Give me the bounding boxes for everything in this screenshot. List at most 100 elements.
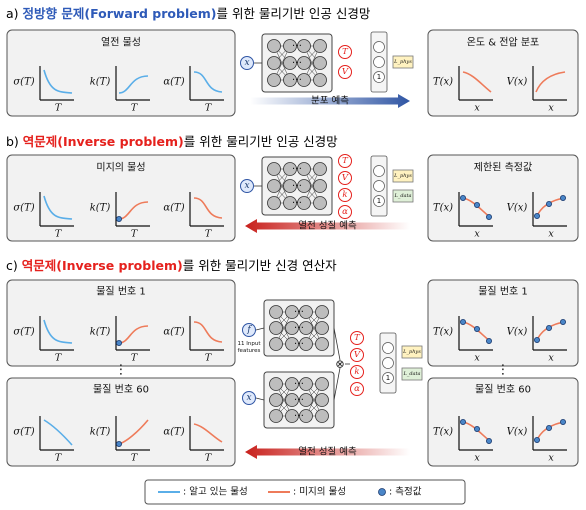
section-prefix: c)	[6, 258, 22, 273]
operator-column-b: 1	[370, 155, 388, 217]
operator-one: 1	[377, 197, 381, 205]
plot-y-label: σ(T)	[13, 77, 34, 88]
neuron	[313, 73, 327, 87]
plot-x-label: T	[205, 229, 212, 240]
measured-point	[534, 436, 541, 443]
plot-curve	[43, 69, 73, 94]
hidden-layers-ellipsis: ⋯	[294, 395, 304, 406]
section-highlight: 역문제(Inverse problem)	[23, 134, 184, 149]
panel-a-left	[6, 29, 236, 117]
neuron	[267, 196, 281, 210]
operator-column-c: 1	[379, 332, 397, 394]
plot-y-label: σ(T)	[13, 327, 34, 338]
plot-y-label: k(T)	[90, 203, 111, 214]
neuron	[313, 162, 327, 176]
measured-point	[473, 425, 480, 432]
arrow-c	[245, 445, 410, 459]
plot-y-label: k(T)	[90, 327, 111, 338]
neuron	[297, 179, 311, 193]
plot-x-label: x	[548, 453, 554, 464]
hidden-layers-ellipsis: ⋯	[294, 379, 304, 390]
hidden-layers-ellipsis: ⋯	[294, 339, 304, 350]
measured-point	[546, 324, 553, 331]
plot-a-sigma: σ(T)T	[13, 66, 74, 114]
plot-y-label: k(T)	[90, 77, 111, 88]
output-V-a-label: V	[342, 67, 349, 77]
measured-point	[534, 336, 541, 343]
plot-curve	[43, 419, 73, 446]
output-T-c	[350, 331, 364, 345]
input-node-b	[240, 179, 254, 193]
network-b: ⋯⋯⋯	[261, 156, 333, 216]
neuron	[315, 321, 329, 335]
plot-y-label: V(x)	[507, 77, 528, 88]
neuron	[267, 73, 281, 87]
measured-point	[485, 337, 492, 344]
plot-y-label: α(T)	[163, 327, 184, 338]
neuron	[297, 162, 311, 176]
hidden-layers-ellipsis: ⋯	[294, 323, 304, 334]
neuron	[285, 409, 299, 423]
plot-x-label: x	[548, 229, 554, 240]
plot-y-label: α(T)	[163, 427, 184, 438]
network-a: ⋯⋯⋯	[261, 33, 333, 93]
loss-phys-a	[392, 55, 414, 69]
neuron	[267, 179, 281, 193]
legend-measured-swatch	[378, 488, 386, 496]
operator-node	[373, 195, 385, 207]
measured-point	[534, 212, 541, 219]
plot-curve	[462, 71, 492, 93]
plot-c60-k: k(T)T	[90, 416, 150, 464]
neuron	[285, 337, 299, 351]
operator-node	[373, 41, 385, 53]
measured-point	[485, 213, 492, 220]
neuron	[267, 39, 281, 53]
output-T-c-label: T	[354, 333, 361, 343]
plot-curve	[193, 197, 223, 219]
input-node-c-label: x	[246, 393, 251, 403]
panel-c-right-bottom	[427, 377, 579, 467]
panel-c-left-top	[6, 279, 236, 367]
section-suffix: 를 위한 물리기반 인공 신경망	[216, 6, 370, 21]
plot-x-label: T	[205, 103, 212, 114]
plot-b-sigma: σ(T)T	[13, 192, 74, 240]
plot-c1-sigma: σ(T)T	[13, 316, 74, 364]
output-k-c	[350, 365, 364, 379]
panel-a-left-title: 열전 물성	[101, 37, 141, 49]
legend-unknown-label: : 미지의 물성	[293, 487, 346, 498]
input-node-f-label: f	[246, 325, 252, 335]
output-alpha-c	[350, 382, 364, 396]
output-T-b-label: T	[342, 156, 349, 166]
output-alpha-b	[338, 205, 352, 219]
panel-c-right-top	[427, 279, 579, 367]
plot-curve	[118, 75, 149, 94]
panel-c-left-bottom-title: 물질 번호 60	[93, 384, 149, 396]
neuron	[285, 305, 299, 319]
input-node-a-label: x	[244, 58, 249, 68]
plot-x-label: T	[205, 353, 212, 364]
loss-phys-c	[401, 345, 423, 359]
operator-node	[382, 372, 394, 384]
neuron	[315, 337, 329, 351]
plot-y-label: T(x)	[433, 327, 453, 338]
neuron	[299, 409, 313, 423]
measured-point	[459, 418, 466, 425]
neuron	[283, 39, 297, 53]
measured-point	[116, 339, 123, 346]
plot-y-label: σ(T)	[13, 427, 34, 438]
output-k-b-label: k	[342, 190, 347, 200]
section-title-c: c) 역문제(Inverse problem)를 위한 물리기반 신경 연산자	[6, 258, 337, 273]
section-highlight: 정방향 문제(Forward problem)	[23, 6, 217, 21]
trunk-network: ⋯⋯⋯	[263, 371, 335, 429]
plot-c1-alpha: α(T) T	[163, 316, 224, 364]
measured-point	[116, 440, 123, 447]
neuron	[313, 179, 327, 193]
plot-x-label: T	[131, 353, 138, 364]
neuron	[285, 377, 299, 391]
plot-curve	[43, 195, 73, 220]
operator-column-a: 1	[370, 31, 388, 93]
plot-x-label: T	[205, 453, 212, 464]
section-prefix: a)	[6, 6, 23, 21]
operator-node	[382, 342, 394, 354]
